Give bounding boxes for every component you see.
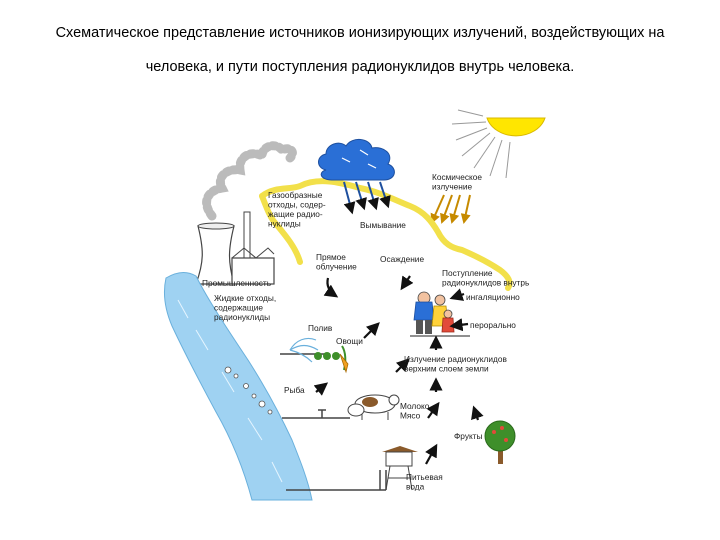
label-fish: Рыба (284, 385, 305, 395)
label-industry: Промышленность (202, 278, 271, 288)
label-cosmic-line-2: излучение (432, 182, 472, 192)
flow-arrows (313, 275, 484, 465)
gas-cloud-outline-lower (259, 193, 303, 265)
label-irrigation-line-1: Полив (308, 323, 333, 333)
label-irrigation: Полив (308, 323, 333, 333)
label-direct-irradiation-line-1: Прямое (316, 252, 346, 262)
label-fruits: Фрукты (454, 431, 483, 441)
label-washout-line-1: Вымывание (360, 220, 406, 230)
label-washout: Вымывание (360, 220, 406, 230)
sun-icon (451, 109, 546, 179)
label-gas-waste-line-1: Газообразные (268, 190, 323, 200)
family-icon (410, 291, 470, 337)
label-intake-line-2: радионуклидов внутрь (442, 278, 529, 288)
label-deposition: Осаждение (380, 254, 424, 264)
water-tower-icon (382, 446, 418, 491)
label-liquid-waste-line-3: радионуклиды (214, 312, 270, 322)
label-cosmic-line-1: Космическое (432, 172, 482, 182)
label-milk-meat-line-2: Мясо (400, 411, 421, 421)
label-drinking-water-line-1: Питьевая (406, 472, 443, 482)
label-vegetables-line-1: Овощи (336, 336, 363, 346)
label-gas-waste-line-2: отходы, содер- (268, 200, 326, 210)
label-industry-line-1: Промышленность (202, 278, 271, 288)
diagram-title-line-1: Схематическое представление источников и… (55, 25, 665, 41)
label-milk-meat-line-1: Молоко (400, 401, 430, 411)
rain-cloud-icon (318, 139, 395, 215)
smoke-plume (202, 141, 297, 221)
label-fish-line-1: Рыба (284, 385, 305, 395)
label-gas-waste-line-4: нуклиды (268, 219, 301, 229)
cows-icon (347, 394, 400, 420)
label-oral-line-1: перорально (470, 320, 516, 330)
cosmic-rays (430, 194, 471, 224)
label-inhalation-line-1: ингаляционно (466, 292, 520, 302)
label-soil-radiation-line-2: верхним слоем земли (404, 364, 489, 374)
label-deposition-line-1: Осаждение (380, 254, 424, 264)
label-vegetables: Овощи (336, 336, 363, 346)
irrigation-vegetables-icon (289, 337, 349, 374)
river (163, 271, 313, 501)
label-fruits-line-1: Фрукты (454, 431, 483, 441)
label-direct-irradiation-line-2: облучение (316, 262, 357, 272)
gas-cloud-outline (259, 178, 513, 291)
label-liquid-waste-line-1: Жидкие отходы, (214, 293, 276, 303)
label-drinking-water-line-2: вода (406, 482, 425, 492)
industry-plant-icon (195, 211, 275, 285)
label-gas-waste-line-3: жащие радио- (268, 209, 323, 219)
tree-icon (484, 420, 516, 464)
label-inhalation: ингаляционно (466, 292, 520, 302)
water-pipes (280, 353, 387, 491)
label-intake-line-1: Поступление (442, 268, 493, 278)
label-soil-radiation-line-1: Излучение радионуклидов (404, 354, 507, 364)
label-oral: перорально (470, 320, 516, 330)
label-liquid-waste-line-2: содержащие (214, 303, 263, 313)
diagram-title-line-2: человека, и пути поступления радионуклид… (145, 59, 575, 75)
